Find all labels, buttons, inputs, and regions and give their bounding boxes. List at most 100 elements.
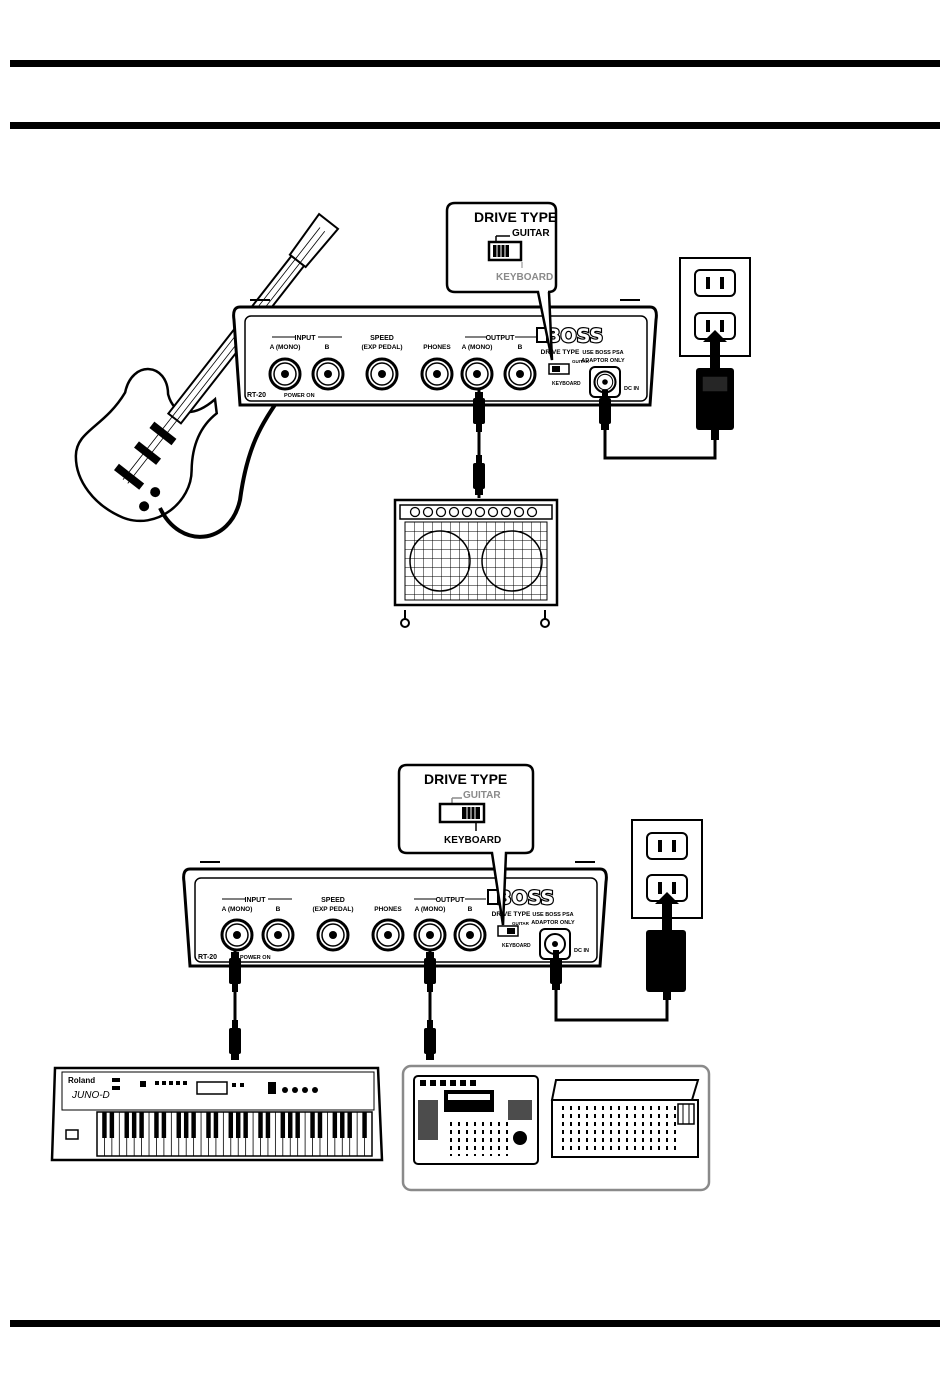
panel-input-label: INPUT	[295, 335, 317, 342]
panel2-input-b-label: B	[276, 906, 281, 913]
black-key	[295, 1112, 300, 1138]
panel-output-a-label: A (MONO)	[462, 344, 493, 351]
top-rule-2	[10, 122, 940, 129]
panel2-keyboard-label: KEYBOARD	[502, 943, 531, 949]
black-key	[310, 1112, 315, 1138]
black-key	[243, 1112, 248, 1138]
panel-input-b-label: B	[325, 344, 330, 351]
panel2-model-label: RT-20	[198, 954, 217, 961]
digital-recorder-icon	[413, 1075, 539, 1165]
black-key	[280, 1112, 286, 1138]
panel-speed-label: SPEED	[370, 335, 394, 342]
callout2-keyboard-option: KEYBOARD	[444, 835, 501, 846]
panel2-speed-label: SPEED	[321, 897, 345, 904]
callout-keyboard-option: KEYBOARD	[496, 272, 553, 283]
adaptor-cable-2	[554, 975, 669, 1022]
guitar-amplifier-icon	[393, 498, 559, 628]
black-key	[131, 1112, 137, 1138]
adaptor-cable	[603, 415, 717, 460]
output-a-jack-2	[413, 918, 447, 952]
synth-keys	[96, 1111, 373, 1157]
black-key	[161, 1112, 167, 1138]
black-key	[109, 1112, 115, 1138]
panel-adaptor-label-1: USE BOSS PSA	[582, 350, 623, 356]
panel-dcin-label: DC IN	[624, 386, 639, 392]
speed-jack-2	[316, 918, 350, 952]
boss-logo: BOSS	[546, 325, 603, 347]
drive-type-callout-2: DRIVE TYPE GUITAR KEYBOARD	[397, 763, 535, 926]
wall-outlet-icon-2	[631, 819, 703, 919]
black-key	[176, 1112, 181, 1138]
mixer-recorder-group	[401, 1064, 711, 1192]
black-key	[183, 1112, 189, 1138]
black-key	[213, 1112, 219, 1138]
output-a-jack	[460, 357, 494, 391]
black-key	[288, 1112, 293, 1138]
drive-type-callout: DRIVE TYPE GUITAR KEYBOARD	[445, 201, 558, 361]
input-b-jack-2	[261, 918, 295, 952]
black-key	[265, 1112, 271, 1138]
panel-exp-label: (EXP PEDAL)	[361, 344, 402, 351]
dc-in-jack	[593, 370, 617, 394]
bottom-rule	[10, 1320, 940, 1327]
synth-model: JUNO-D	[71, 1090, 110, 1101]
output-b-jack-2	[453, 918, 487, 952]
top-rule-1	[10, 60, 940, 67]
callout-guitar-option: GUITAR	[512, 228, 550, 239]
rt20-pedal: INPUT A (MONO) B SPEED (EXP PEDAL) PHONE…	[232, 299, 658, 407]
panel-model-label: RT-20	[247, 392, 266, 399]
panel2-input-a-label: A (MONO)	[222, 906, 253, 913]
black-key	[332, 1112, 338, 1138]
black-key	[258, 1112, 263, 1138]
black-key	[317, 1112, 323, 1138]
panel2-phones-label: PHONES	[374, 906, 402, 913]
black-key	[102, 1112, 107, 1138]
panel-keyboard-label: KEYBOARD	[552, 381, 581, 387]
panel-power-label: POWER ON	[284, 393, 315, 399]
panel2-power-label: POWER ON	[240, 955, 271, 961]
diagram-keyboard-setup: INPUT A (MONO) B SPEED (EXP PEDAL) PHONE…	[50, 763, 711, 1192]
rt20-pedal-2: INPUT A (MONO) B SPEED (EXP PEDAL) PHONE…	[182, 861, 608, 968]
callout2-title: DRIVE TYPE	[424, 771, 507, 787]
synthesizer-keyboard-icon: Roland JUNO-D	[50, 1066, 384, 1162]
panel2-exp-label: (EXP PEDAL)	[312, 906, 353, 913]
black-key	[191, 1112, 196, 1138]
callout-title: DRIVE TYPE	[474, 209, 557, 225]
panel2-guitar-label: GUITAR	[512, 921, 530, 926]
black-key	[154, 1112, 159, 1138]
guitar-cable	[158, 388, 287, 539]
panel-guitar-label: GUITAR	[572, 359, 590, 364]
phones-jack	[420, 357, 454, 391]
panel-adaptor-label-2: ADAPTOR ONLY	[581, 358, 625, 364]
panel2-dcin-label: DC IN	[574, 948, 589, 954]
ac-adaptor-icon-2	[646, 892, 686, 1000]
black-key	[235, 1112, 241, 1138]
input-b-jack	[311, 357, 345, 391]
panel2-input-label: INPUT	[245, 897, 267, 904]
panel-input-a-label: A (MONO)	[270, 344, 301, 351]
output-b-jack	[503, 357, 537, 391]
black-key	[206, 1112, 211, 1138]
panel2-drive-label: DRIVE TYPE	[492, 911, 531, 918]
panel-output-b-label: B	[518, 344, 523, 351]
panel2-adaptor-label-2: ADAPTOR ONLY	[531, 920, 575, 926]
black-key	[139, 1112, 144, 1138]
black-key	[340, 1112, 345, 1138]
panel2-output-b-label: B	[468, 906, 473, 913]
synth-brand: Roland	[68, 1076, 95, 1085]
panel-drive-label: DRIVE TYPE	[541, 349, 580, 356]
speed-jack	[365, 357, 399, 391]
panel-output-label: OUTPUT	[486, 335, 516, 342]
panel2-adaptor-label-1: USE BOSS PSA	[532, 912, 573, 918]
phones-jack-2	[371, 918, 405, 952]
panel2-output-a-label: A (MONO)	[415, 906, 446, 913]
black-key	[228, 1112, 234, 1138]
boss-logo-2: BOSS	[497, 887, 554, 909]
panel-phones-label: PHONES	[423, 344, 451, 351]
input-a-jack	[268, 357, 302, 391]
input-a-jack-2	[220, 918, 254, 952]
panel2-output-label: OUTPUT	[436, 897, 466, 904]
ac-adaptor-icon	[696, 330, 734, 440]
black-key	[347, 1112, 352, 1138]
